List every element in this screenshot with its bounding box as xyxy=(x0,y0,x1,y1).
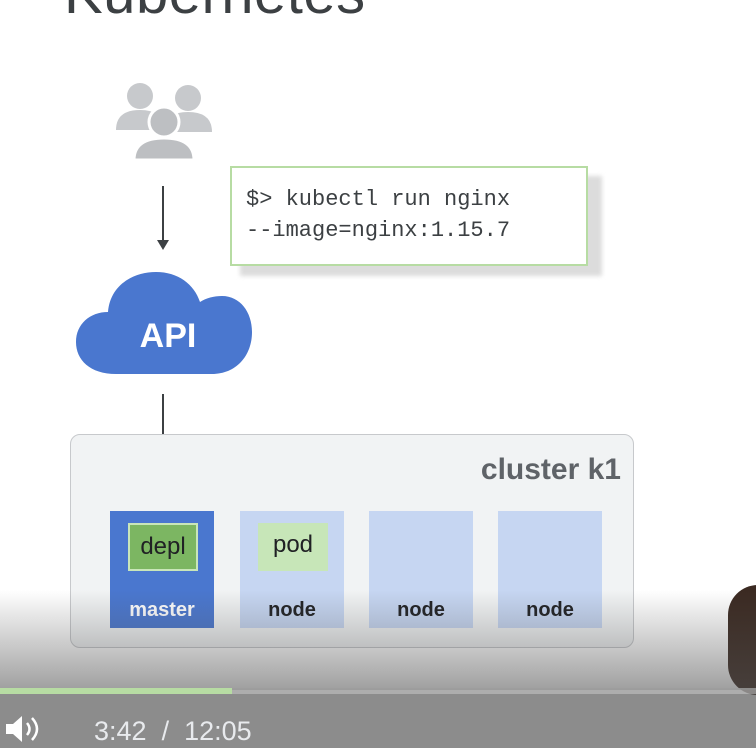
slide-title: Kubernetes xyxy=(64,0,366,27)
master-node: depl master xyxy=(110,511,214,628)
node-label-2: node xyxy=(397,599,445,621)
cluster-label: cluster k1 xyxy=(480,453,621,486)
users-to-api-arrow xyxy=(157,186,169,250)
current-time: 3:42 xyxy=(94,716,147,746)
player-control-bar xyxy=(0,688,756,748)
command-line-2: --image=nginx:1.15.7 xyxy=(246,218,511,243)
worker-node-2: node xyxy=(369,511,473,628)
master-label: master xyxy=(129,599,195,621)
worker-node-3: node xyxy=(498,511,602,628)
api-label: API xyxy=(140,317,197,355)
node-label-3: node xyxy=(526,599,574,621)
command-line-1: $> kubectl run nginx xyxy=(246,187,511,212)
node-label-1: node xyxy=(268,599,316,621)
progress-bar[interactable] xyxy=(0,688,756,694)
time-display: 3:42 / 12:05 xyxy=(94,716,252,747)
progress-played xyxy=(0,688,233,694)
command-box: $> kubectl run nginx --image=nginx:1.15.… xyxy=(230,166,588,266)
time-separator: / xyxy=(161,716,170,746)
presenter-video-edge xyxy=(728,585,756,695)
users-icon xyxy=(116,83,212,162)
api-cloud-icon: API xyxy=(76,272,252,374)
worker-node-1: pod node xyxy=(240,511,344,628)
volume-icon[interactable] xyxy=(4,712,44,746)
duration: 12:05 xyxy=(184,716,252,746)
depl-chip: depl xyxy=(128,523,198,571)
pod-chip: pod xyxy=(258,523,328,571)
